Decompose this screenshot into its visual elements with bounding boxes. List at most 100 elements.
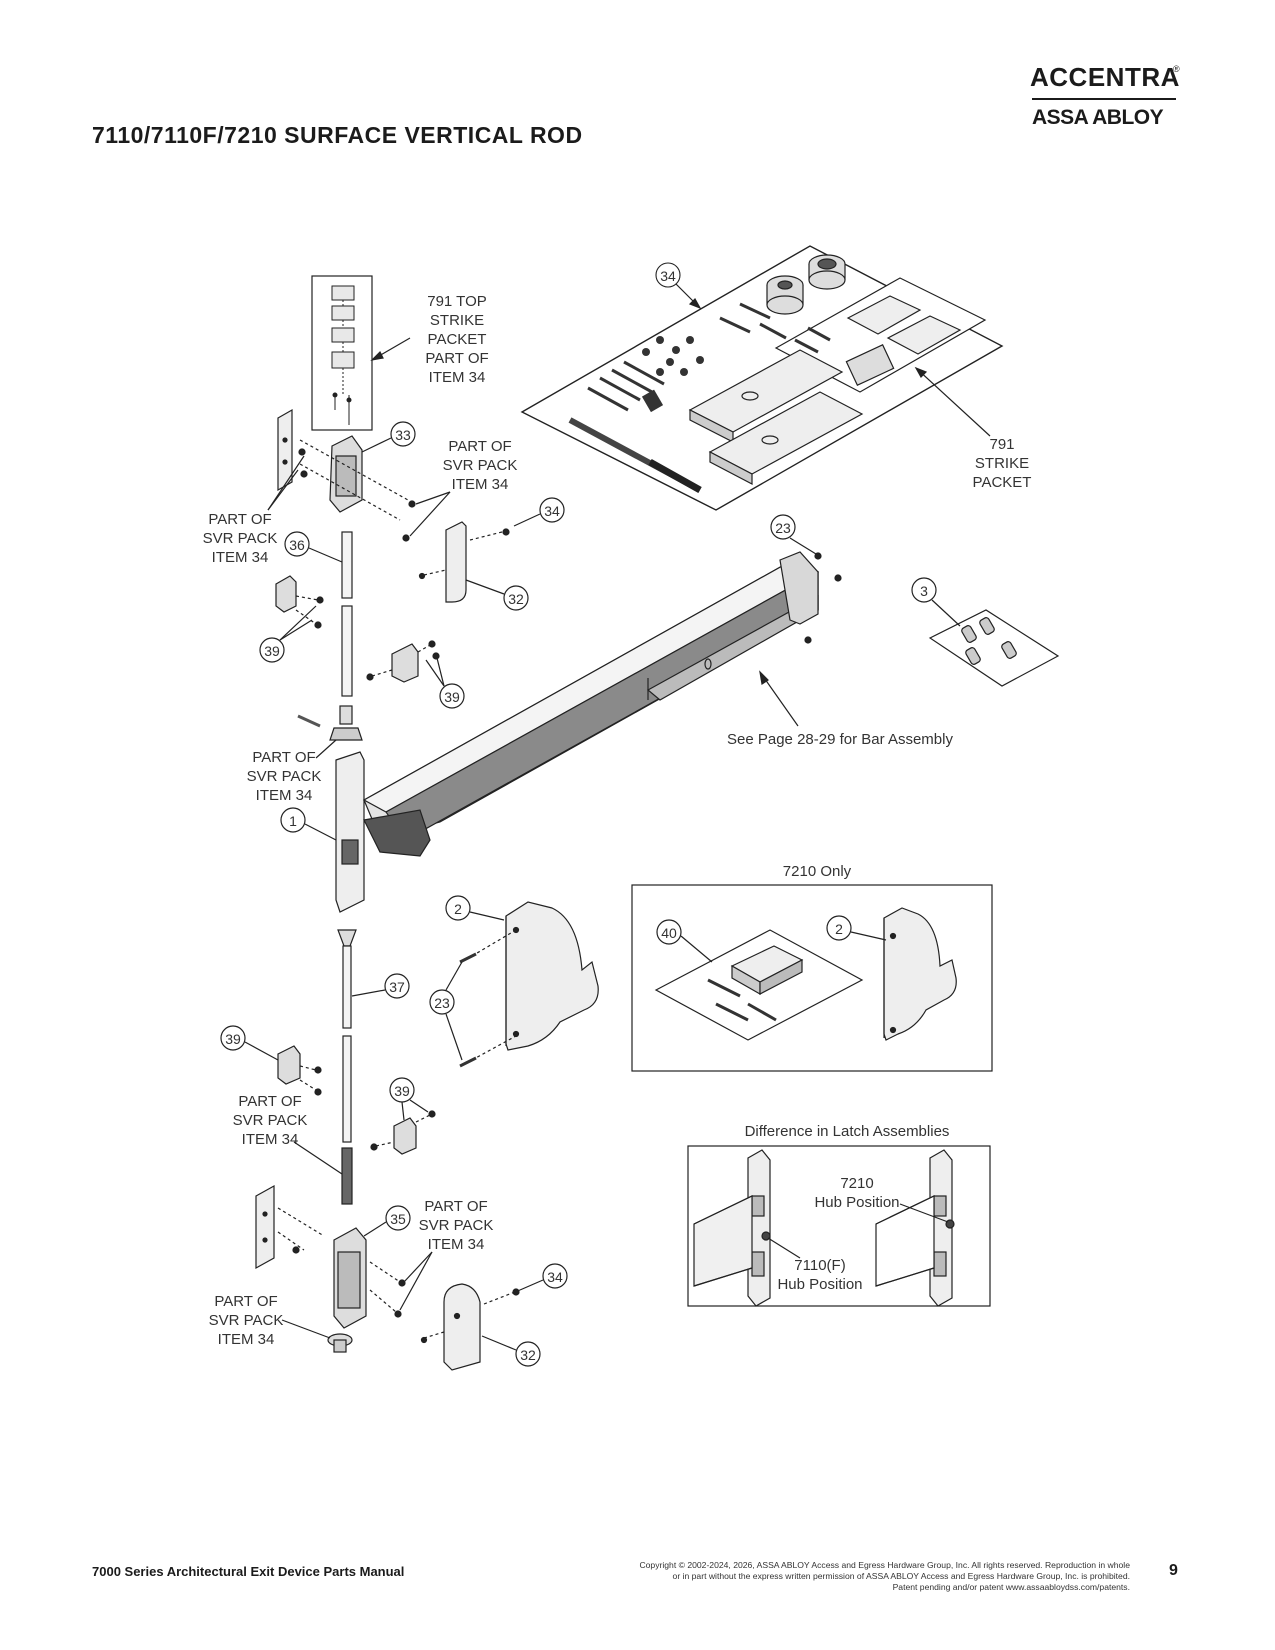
callout-item-32-bottom: 32 <box>481 1335 541 1367</box>
callout-791-strike-line1: 791 <box>989 436 1014 453</box>
svr-pack-left-line1: PART OF <box>208 511 271 528</box>
rod-guide-upper-right: 39 <box>366 640 465 709</box>
svr-pack-left-line2: SVR PACK <box>203 530 278 547</box>
inset-latch-diff-title: Difference in Latch Assemblies <box>745 1123 950 1140</box>
item-number-2: 2 <box>454 901 462 917</box>
hub-7110-line1: 7110(F) <box>794 1257 845 1274</box>
top-latch-assembly <box>267 408 416 542</box>
callout-791-top-line4: PART OF <box>425 350 488 367</box>
svr-pack-mid-line2: SVR PACK <box>247 768 322 785</box>
callout-item-33: 33 <box>361 421 416 453</box>
footer-copyright: Copyright © 2002-2024, 2026, ASSA ABLOY … <box>510 1560 1130 1593</box>
callout-item-37: 37 <box>351 973 410 999</box>
svr-pack-upper-line3: ITEM 34 <box>452 476 509 493</box>
svr-pack-callout-mid-left: PART OF SVR PACK ITEM 34 <box>247 739 337 804</box>
svr-pack-bottom-line3: ITEM 34 <box>218 1331 275 1348</box>
callout-791-top-line1: 791 TOP <box>427 293 487 310</box>
item-number-34-top: 34 <box>660 268 676 284</box>
bar-assembly-note: See Page 28-29 for Bar Assembly <box>727 670 953 748</box>
bar-assembly-note-text: See Page 28-29 for Bar Assembly <box>727 731 953 748</box>
copyright-line-3: Patent pending and/or patent www.assaabl… <box>892 1582 1130 1592</box>
svr-pack-left-line3: ITEM 34 <box>212 549 269 566</box>
lower-vertical-rod <box>337 929 357 1205</box>
item-number-39-lower-right: 39 <box>394 1083 410 1099</box>
item-number-40: 40 <box>661 925 677 941</box>
item-number-2-inset: 2 <box>835 921 843 937</box>
callout-item-23-endcap: 23 <box>429 961 463 1061</box>
accentra-assa-abloy-logo: ACCENTRA ® ASSA ABLOY <box>1030 62 1180 132</box>
registered-mark-icon: ® <box>1173 64 1180 74</box>
strike-packet-callout: 791 STRIKE PACKET <box>914 366 1032 491</box>
svr-pack-lowerleft-line2: SVR PACK <box>233 1112 308 1129</box>
callout-item-2: 2 <box>445 895 505 921</box>
svr-pack-callout-upper-right: PART OF SVR PACK ITEM 34 <box>409 438 518 537</box>
item-number-39-upper-left: 39 <box>264 643 280 659</box>
page-title: 7110/7110F/7210 SURFACE VERTICAL ROD <box>92 122 583 148</box>
hub-7210-line1: 7210 <box>840 1175 873 1192</box>
callout-791-top-line5: ITEM 34 <box>429 369 486 386</box>
svr-pack-mid-line3: ITEM 34 <box>256 787 313 804</box>
callout-item-36: 36 <box>284 531 343 563</box>
item-number-3: 3 <box>920 583 928 599</box>
callout-item-32-top: 32 <box>465 579 529 611</box>
item-number-32-top: 32 <box>508 591 524 607</box>
logo-rule <box>1032 98 1176 100</box>
bottom-latch-assembly <box>255 1184 406 1353</box>
page-number: 9 <box>1169 1562 1178 1579</box>
svr-pack-lowerright-line1: PART OF <box>424 1198 487 1215</box>
item-number-36: 36 <box>289 537 305 553</box>
bottom-latch-cover <box>420 1283 521 1371</box>
callout-item-35: 35 <box>363 1205 411 1237</box>
callout-791-top-line3: PACKET <box>428 331 487 348</box>
logo-assa-abloy-text: ASSA ABLOY <box>1032 106 1164 129</box>
svr-pack-lowerleft-line1: PART OF <box>238 1093 301 1110</box>
svr-pack-lowerright-line3: ITEM 34 <box>428 1236 485 1253</box>
svr-pack-lowerleft-line3: ITEM 34 <box>242 1131 299 1148</box>
callout-791-top-line2: STRIKE <box>430 312 484 329</box>
callout-item-23-bar: 23 <box>770 514 817 555</box>
logo-accentra-text: ACCENTRA <box>1030 62 1180 92</box>
callout-item-34-mid: 34 <box>513 497 565 527</box>
top-strike-packet-callout: 791 TOP STRIKE PACKET PART OF ITEM 34 <box>370 293 489 386</box>
svr-pack-callout-lower-right: PART OF SVR PACK ITEM 34 <box>399 1198 494 1311</box>
svr-pack-callout-upper-left: PART OF SVR PACK ITEM 34 <box>203 511 278 566</box>
callout-item-1: 1 <box>280 807 337 841</box>
item-number-23-endcap: 23 <box>434 995 450 1011</box>
svr-pack-hardware-board <box>520 245 1004 511</box>
copyright-line-2: or in part without the express written p… <box>672 1571 1130 1581</box>
rod-guide-upper-left: 39 <box>259 575 324 663</box>
svr-pack-upper-line1: PART OF <box>448 438 511 455</box>
item-number-34-mid: 34 <box>544 503 560 519</box>
item-number-37: 37 <box>389 979 405 995</box>
callout-791-strike-line2: STRIKE <box>975 455 1029 472</box>
end-cap-packet: 3 <box>911 577 1060 687</box>
footer-manual-title: 7000 Series Architectural Exit Device Pa… <box>92 1564 405 1579</box>
svr-pack-callout-bottom-left: PART OF SVR PACK ITEM 34 <box>209 1293 331 1348</box>
inset-7210-only: 7210 Only 40 2 <box>631 863 993 1072</box>
item-number-35: 35 <box>390 1211 406 1227</box>
item-number-39-upper-right: 39 <box>444 689 460 705</box>
top-latch-cover <box>418 521 511 603</box>
svr-pack-bottom-line2: SVR PACK <box>209 1312 284 1329</box>
callout-item-34-top: 34 <box>655 262 702 310</box>
rod-guide-lower-left: 39 <box>220 1025 322 1096</box>
item-number-34-bottom: 34 <box>547 1269 563 1285</box>
center-case-and-push-bar <box>335 551 842 913</box>
svr-pack-callout-lower-left: PART OF SVR PACK ITEM 34 <box>233 1093 343 1175</box>
callout-item-34-bottom: 34 <box>519 1263 568 1291</box>
top-strike-packet <box>311 275 373 431</box>
svr-pack-lowerright-line2: SVR PACK <box>419 1217 494 1234</box>
inset-latch-difference: Difference in Latch Assemblies 7210 Hub … <box>687 1123 991 1307</box>
item-number-39-lower-left: 39 <box>225 1031 241 1047</box>
hub-7210-line2: Hub Position <box>814 1194 899 1211</box>
copyright-line-1: Copyright © 2002-2024, 2026, ASSA ABLOY … <box>639 1560 1130 1570</box>
svr-pack-upper-line2: SVR PACK <box>443 457 518 474</box>
item-number-23-bar: 23 <box>775 520 791 536</box>
item-number-32-bottom: 32 <box>520 1347 536 1363</box>
callout-791-strike-line3: PACKET <box>973 474 1032 491</box>
svr-pack-bottom-line1: PART OF <box>214 1293 277 1310</box>
inset-7210-only-title: 7210 Only <box>783 863 852 880</box>
upper-vertical-rod <box>297 531 363 741</box>
rod-guide-lower-right: 39 <box>370 1077 436 1155</box>
